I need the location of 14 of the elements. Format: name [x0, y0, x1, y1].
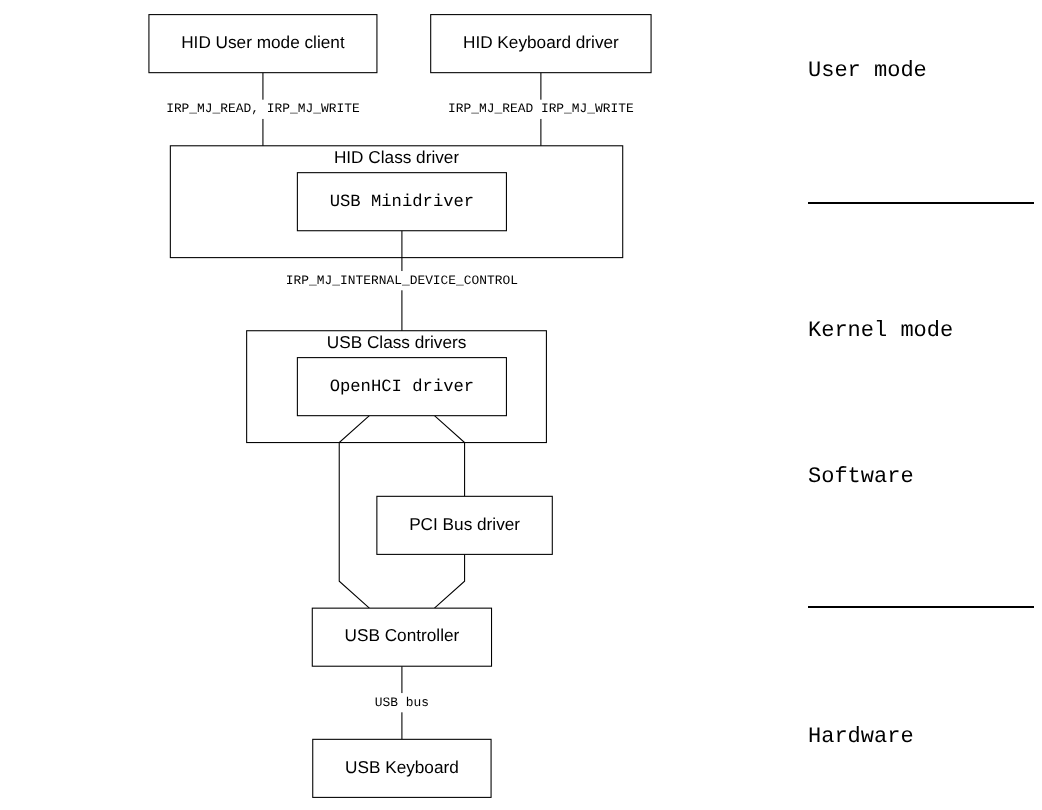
connector — [338, 414, 370, 608]
connector — [433, 414, 466, 496]
mode-label: Hardware — [806, 723, 916, 754]
node-box: HID User mode client — [148, 13, 378, 73]
node-box: HID Keyboard driver — [430, 13, 652, 73]
connector — [433, 552, 466, 608]
mode-label: Software — [806, 463, 916, 494]
node-box: USB Minidriver — [296, 171, 507, 231]
node-box: OpenHCI driver — [296, 356, 507, 416]
node-box: PCI Bus driver — [376, 494, 553, 554]
node-box: USB Controller — [311, 606, 493, 666]
node-box: USB Keyboard — [312, 737, 492, 797]
mode-label: User mode — [806, 58, 929, 89]
mode-label: Kernel mode — [806, 318, 956, 349]
